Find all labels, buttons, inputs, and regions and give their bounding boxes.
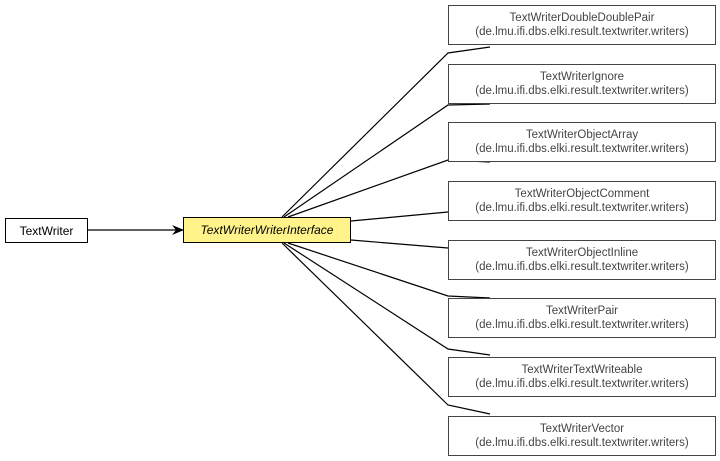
- class-name: TextWriterDoubleDoublePair: [509, 12, 655, 24]
- class-node-textwriterwriterinterface[interactable]: TextWriterWriterInterface: [183, 217, 351, 243]
- class-node-child[interactable]: TextWriterIgnore (de.lmu.ifi.dbs.elki.re…: [448, 64, 716, 104]
- package-name: (de.lmu.ifi.dbs.elki.result.textwriter.w…: [475, 26, 689, 38]
- package-name: (de.lmu.ifi.dbs.elki.result.textwriter.w…: [475, 202, 689, 214]
- class-node-child[interactable]: TextWriterObjectArray (de.lmu.ifi.dbs.el…: [448, 122, 716, 162]
- edge-child-2: [283, 103, 491, 218]
- class-node-focus-label: TextWriterWriterInterface: [200, 223, 334, 237]
- edge-child-6: [287, 242, 491, 299]
- class-node-child[interactable]: TextWriterPair (de.lmu.ifi.dbs.elki.resu…: [448, 298, 716, 338]
- package-name: (de.lmu.ifi.dbs.elki.result.textwriter.w…: [475, 378, 689, 390]
- class-name: TextWriterObjectComment: [514, 188, 650, 200]
- package-name: (de.lmu.ifi.dbs.elki.result.textwriter.w…: [475, 261, 689, 273]
- package-name: (de.lmu.ifi.dbs.elki.result.textwriter.w…: [475, 319, 689, 331]
- class-name: TextWriterIgnore: [539, 71, 625, 83]
- edge-child-1: [281, 46, 491, 218]
- class-name: TextWriterObjectInline: [525, 247, 639, 259]
- package-name: (de.lmu.ifi.dbs.elki.result.textwriter.w…: [475, 85, 689, 97]
- class-node-child[interactable]: TextWriterObjectComment (de.lmu.ifi.dbs.…: [448, 181, 716, 221]
- class-node-child[interactable]: TextWriterTextWriteable (de.lmu.ifi.dbs.…: [448, 357, 716, 397]
- package-name: (de.lmu.ifi.dbs.elki.result.textwriter.w…: [475, 437, 689, 449]
- class-name: TextWriterObjectArray: [525, 129, 639, 141]
- edge-child-7: [283, 242, 491, 356]
- class-name: TextWriterVector: [539, 423, 625, 435]
- class-node-child[interactable]: TextWriterObjectInline (de.lmu.ifi.dbs.e…: [448, 240, 716, 280]
- class-node-child[interactable]: TextWriterVector (de.lmu.ifi.dbs.elki.re…: [448, 416, 716, 456]
- class-name: TextWriterPair: [546, 305, 618, 317]
- class-node-textwriter[interactable]: TextWriter: [5, 218, 88, 243]
- edge-child-8: [281, 242, 491, 415]
- class-name: TextWriterTextWriteable: [521, 364, 643, 376]
- package-name: (de.lmu.ifi.dbs.elki.result.textwriter.w…: [475, 143, 689, 155]
- class-node-child[interactable]: TextWriterDoubleDoublePair (de.lmu.ifi.d…: [448, 5, 716, 45]
- class-node-textwriter-label: TextWriter: [19, 223, 74, 238]
